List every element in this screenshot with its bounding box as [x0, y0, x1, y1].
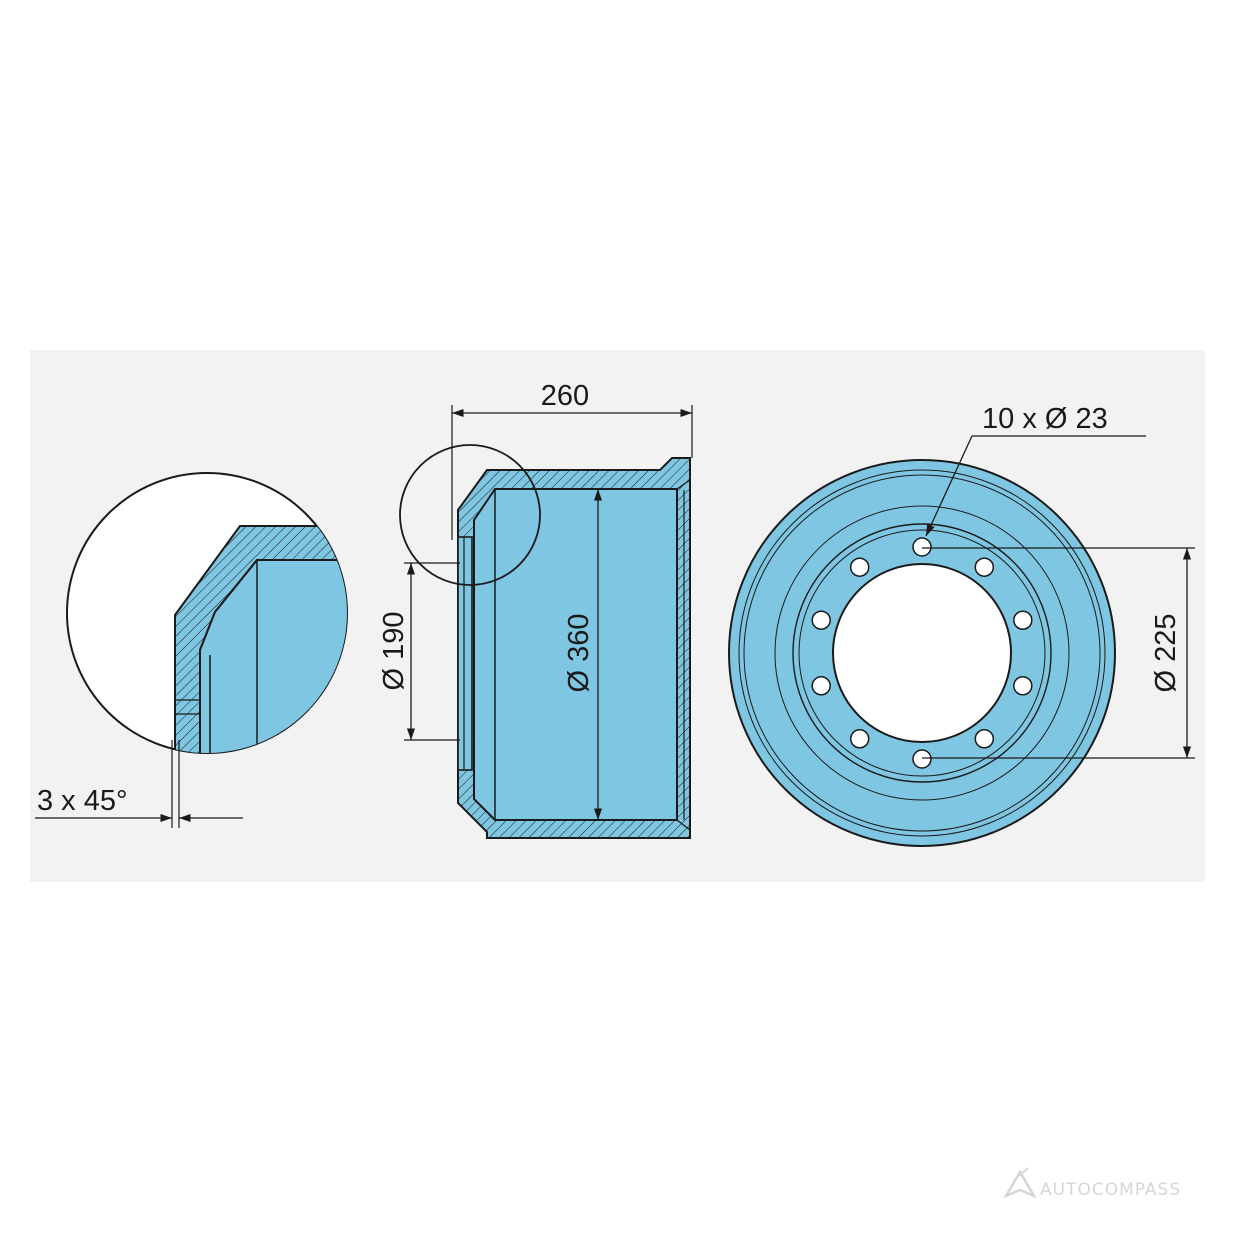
chamfer-label: 3 x 45°: [37, 785, 128, 817]
bolt-hole: [1013, 676, 1033, 696]
autocompass-logo-icon: [1003, 1167, 1037, 1199]
bolt-hole: [912, 537, 932, 557]
section-view: 260 Ø 190 Ø 360: [378, 380, 693, 839]
bolt-hole: [974, 557, 995, 577]
bolt-hole-leader: [925, 435, 973, 537]
watermark: AUTOCOMPASS: [1003, 1167, 1181, 1200]
bolt-circle-label: Ø 225: [1150, 614, 1182, 693]
center-bore: [832, 563, 1012, 743]
bolt-hole: [1013, 610, 1033, 630]
depth-label: 260: [541, 380, 589, 412]
bolt-hole: [811, 676, 831, 696]
bolt-holes-label: 10 x Ø 23: [982, 403, 1108, 435]
drum-diameter-label: Ø 360: [563, 614, 595, 693]
hub-flange: [457, 536, 473, 771]
bolt-holes: [811, 537, 1033, 769]
bolt-hole: [849, 557, 870, 577]
watermark-text: AUTOCOMPASS: [1040, 1180, 1181, 1200]
bolt-hole: [811, 610, 831, 630]
bolt-hole: [974, 729, 995, 749]
front-view: 10 x Ø 23 Ø 225: [728, 403, 1195, 847]
bolt-hole: [849, 729, 870, 749]
bolt-hole: [912, 749, 932, 769]
detail-marker-circle: [399, 444, 541, 586]
bore-label: Ø 190: [378, 612, 410, 691]
